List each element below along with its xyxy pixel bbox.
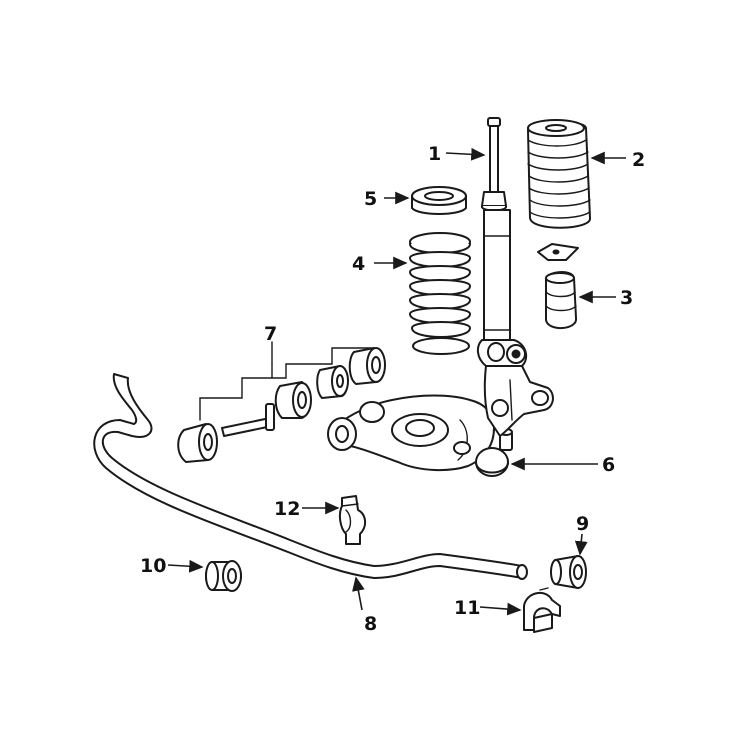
bump-stop-3 [537,243,579,329]
callout-5: 5 [364,188,377,210]
spring-seat-5 [411,186,467,215]
bar-clamp-12 [338,495,366,545]
callout-3: 3 [620,287,633,309]
callout-7: 7 [264,323,277,345]
bar-clamp-11 [523,587,561,633]
callout-8: 8 [364,613,377,635]
bar-bushing-10 [205,560,242,592]
callout-leaders [167,147,626,616]
callout-labels: 1 2 3 4 5 6 7 8 9 10 11 12 [140,143,645,635]
shock-absorber-1 [476,117,554,437]
callout-10: 10 [140,555,166,577]
callout-6: 6 [602,454,615,476]
callout-4: 4 [352,253,365,275]
dust-boot-2 [526,119,591,229]
lower-control-arm [327,394,495,472]
callout-9: 9 [576,513,589,535]
bushing-kit-7 [177,341,386,463]
coil-spring-4 [409,232,471,355]
bar-bushing-9 [550,555,587,589]
callout-12: 12 [274,498,300,520]
callout-2: 2 [632,149,645,171]
stabilizer-bar [93,373,528,580]
callout-11: 11 [454,597,480,619]
callout-1: 1 [428,143,441,165]
